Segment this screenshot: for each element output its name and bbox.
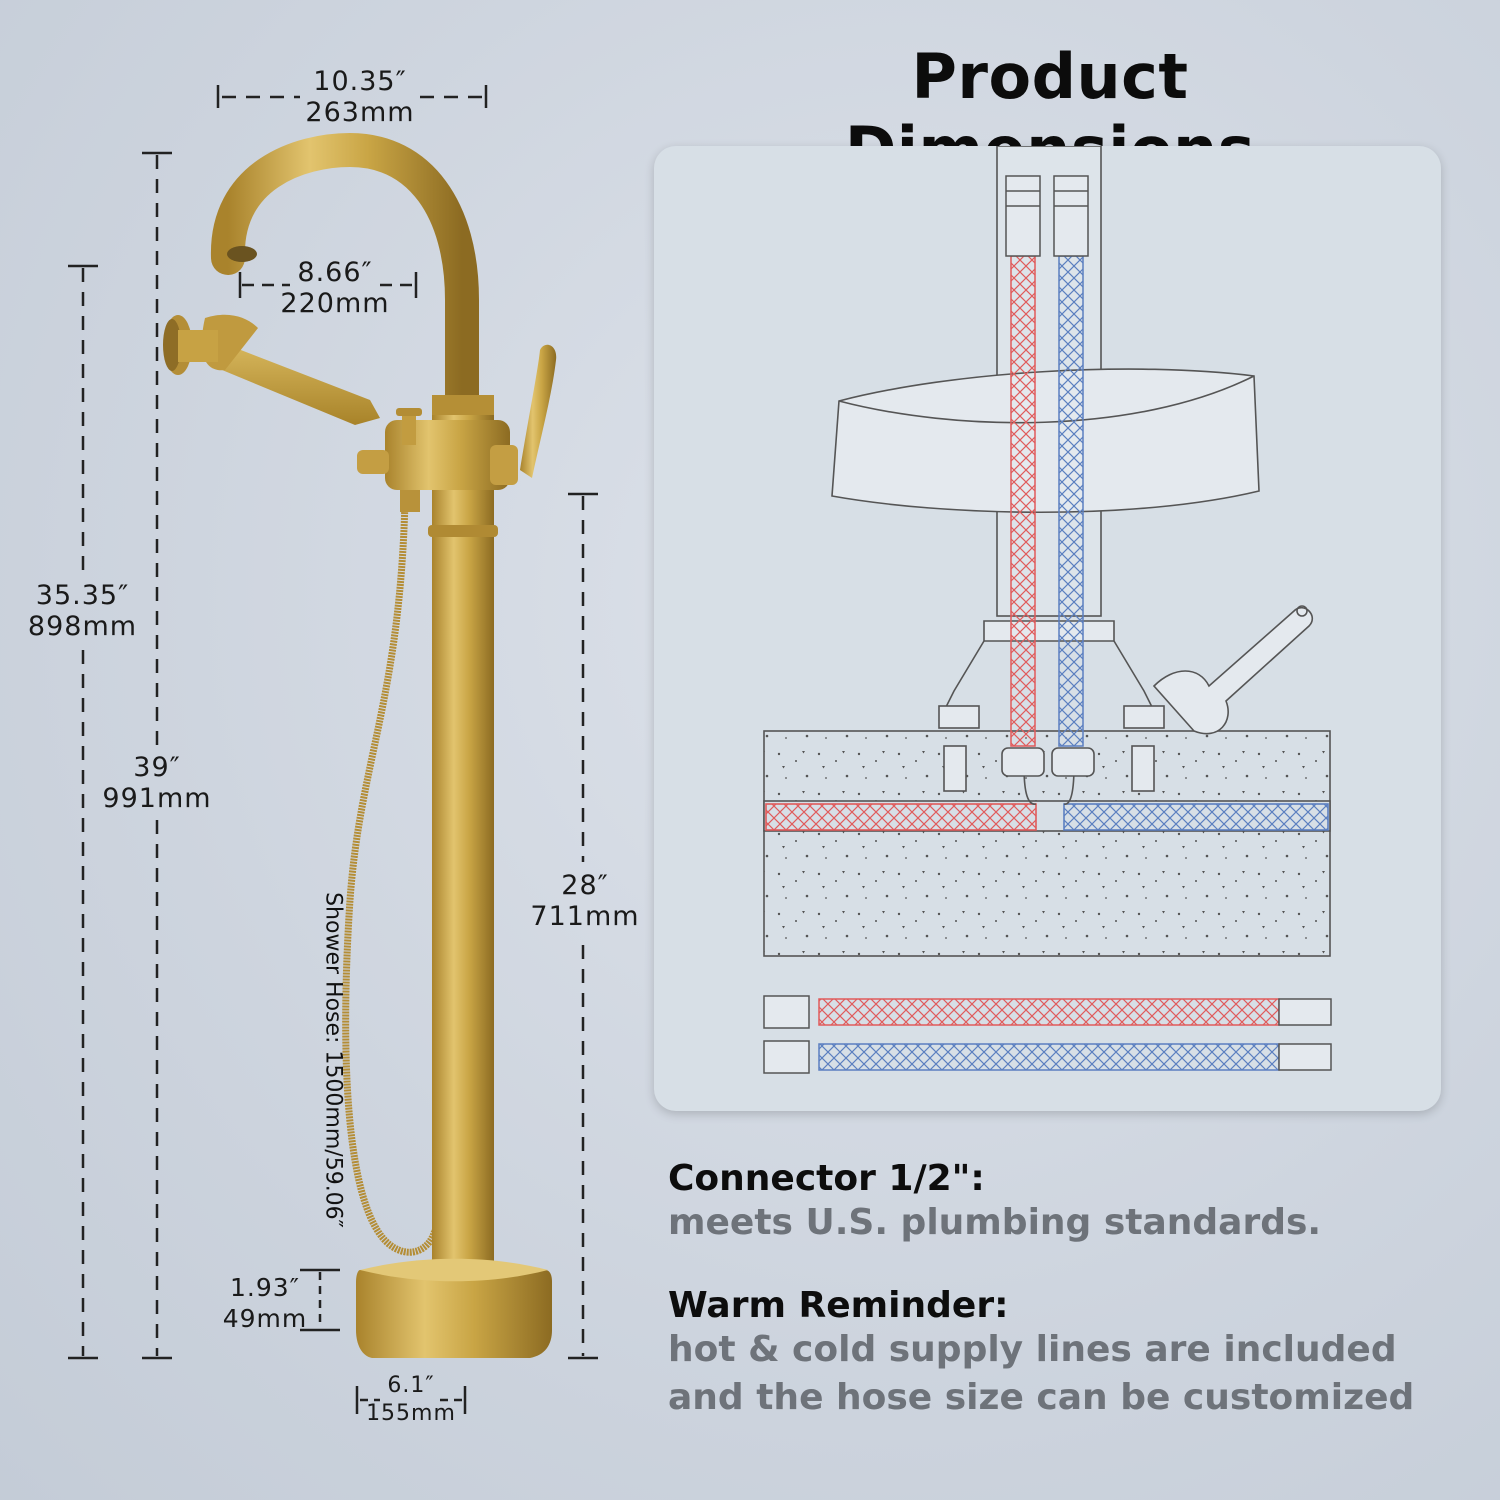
- dim-handle-height-mm: 711mm: [530, 901, 640, 932]
- dim-spout-reach-in: 8.66″: [297, 257, 373, 288]
- dim-outlet-height-in: 35.35″: [35, 580, 130, 611]
- connector-text: meets U.S. plumbing standards.: [668, 1202, 1322, 1243]
- dim-spout-reach-mm: 220mm: [280, 288, 390, 319]
- faucet: [163, 132, 557, 1358]
- dim-total-height-in: 39″: [133, 752, 181, 783]
- dim-total-height: 39″ 991mm: [92, 752, 222, 814]
- reminder-line-2: and the hose size can be customized: [668, 1377, 1415, 1418]
- dim-spout-width: 10.35″ 263mm: [290, 66, 430, 128]
- connector-title: Connector 1/2":: [668, 1158, 985, 1199]
- shower-hose-label: Shower Hose: 1500mm/59.06″: [320, 892, 346, 1228]
- reminder-title: Warm Reminder:: [668, 1285, 1009, 1326]
- dimension-lines: [68, 85, 598, 1414]
- reminder-line-1: hot & cold supply lines are included: [668, 1329, 1397, 1370]
- info-section: Connector 1/2": meets U.S. plumbing stan…: [668, 1158, 1468, 1422]
- dim-handle-height-in: 28″: [561, 870, 609, 901]
- dim-spout-width-mm: 263mm: [305, 97, 415, 128]
- installation-diagram-panel: [654, 146, 1441, 1111]
- dim-outlet-height-mm: 898mm: [27, 611, 138, 642]
- installation-diagram: [763, 146, 1332, 1074]
- dim-base-width-mm: 155mm: [366, 1401, 456, 1426]
- dim-base-width-in: 6.1″: [387, 1373, 435, 1398]
- dim-base-width: 6.1″ 155mm: [352, 1372, 470, 1428]
- dim-handle-height: 28″ 711mm: [520, 870, 650, 932]
- dim-outlet-height: 35.35″ 898mm: [20, 580, 145, 642]
- dim-spout-width-in: 10.35″: [313, 66, 407, 97]
- dim-spout-reach: 8.66″ 220mm: [270, 257, 400, 319]
- dim-base-height: 1.93″ 49mm: [210, 1272, 320, 1334]
- dim-base-height-mm: 49mm: [222, 1304, 308, 1333]
- dim-total-height-mm: 991mm: [102, 783, 212, 814]
- dim-base-height-in: 1.93″: [229, 1273, 300, 1302]
